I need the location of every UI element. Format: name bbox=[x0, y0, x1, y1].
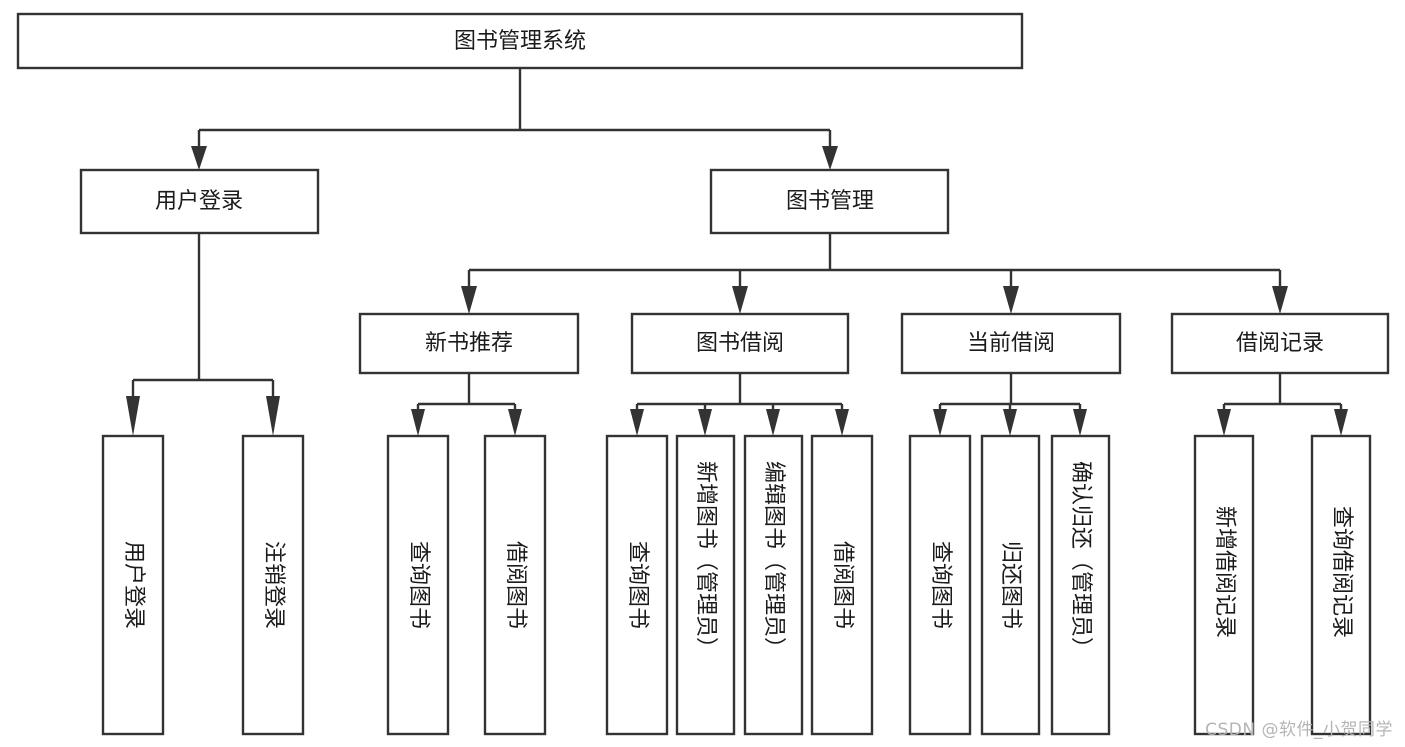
leaf-node-book-borrow-1[interactable]: 查询图书 bbox=[605, 434, 669, 736]
leaf-box[interactable] bbox=[675, 434, 736, 736]
leaf-label: 确认归还（管理员） bbox=[1068, 461, 1093, 659]
leaf-label: 查询图书 bbox=[928, 541, 953, 629]
arrow-head-icon bbox=[191, 146, 207, 170]
leaf-box[interactable] bbox=[743, 434, 804, 736]
leaf-label: 借阅图书 bbox=[830, 541, 855, 629]
connector-group-book-borrow bbox=[630, 373, 849, 436]
node-book-borrow[interactable]: 图书借阅 bbox=[630, 312, 850, 375]
node-borrow-record-box[interactable] bbox=[1170, 312, 1390, 375]
node-user-login[interactable]: 用户登录 bbox=[79, 168, 320, 235]
leaf-label: 借阅图书 bbox=[503, 541, 528, 629]
leaf-node-current-borrow-3[interactable]: 确认归还（管理员） bbox=[1050, 434, 1111, 736]
arrow-head-icon bbox=[1003, 409, 1017, 436]
node-current-borrow-box[interactable] bbox=[900, 312, 1122, 375]
leaf-label: 用户登录 bbox=[121, 541, 146, 629]
connector-group-borrow-record bbox=[1217, 373, 1348, 436]
node-user-login-box[interactable] bbox=[79, 168, 320, 235]
connector-group-current-borrow bbox=[933, 373, 1087, 436]
leaf-box[interactable] bbox=[980, 434, 1041, 736]
node-new-book-recommend-box[interactable] bbox=[358, 312, 580, 375]
node-book-manage[interactable]: 图书管理 bbox=[709, 168, 950, 235]
leaf-node-user-login-1[interactable]: 用户登录 bbox=[101, 434, 165, 736]
leaf-label: 归还图书 bbox=[998, 541, 1023, 629]
connector-group-new-book bbox=[411, 373, 522, 436]
leaf-label: 查询借阅记录 bbox=[1329, 506, 1354, 638]
arrow-head-icon bbox=[1217, 409, 1231, 436]
node-user-login-label: 用户登录 bbox=[155, 189, 243, 214]
leaf-label: 编辑图书（管理员） bbox=[761, 461, 786, 659]
node-new-book-recommend-label: 新书推荐 bbox=[425, 331, 513, 356]
leaf-box[interactable] bbox=[605, 434, 669, 736]
leaf-box[interactable] bbox=[241, 434, 305, 736]
leaf-box[interactable] bbox=[386, 434, 450, 736]
leaf-box[interactable] bbox=[1193, 434, 1255, 736]
leaf-label: 注销登录 bbox=[261, 541, 286, 629]
leaf-node-book-borrow-2[interactable]: 新增图书（管理员） bbox=[675, 434, 736, 736]
leaf-node-current-borrow-1[interactable]: 查询图书 bbox=[908, 434, 972, 736]
leaf-label: 查询图书 bbox=[406, 541, 431, 629]
node-borrow-record[interactable]: 借阅记录 bbox=[1170, 312, 1390, 375]
arrow-head-icon bbox=[508, 409, 522, 436]
node-root-system[interactable]: 图书管理系统 bbox=[16, 12, 1024, 70]
leaf-box[interactable] bbox=[1050, 434, 1111, 736]
leaf-box[interactable] bbox=[101, 434, 165, 736]
leaf-node-book-borrow-3[interactable]: 编辑图书（管理员） bbox=[743, 434, 804, 736]
arrow-head-icon bbox=[1073, 409, 1087, 436]
leaf-node-new-book-2[interactable]: 借阅图书 bbox=[483, 434, 547, 736]
arrow-head-icon bbox=[1003, 286, 1019, 314]
connector-group-user-login bbox=[126, 233, 280, 436]
leaf-label: 查询图书 bbox=[625, 541, 650, 629]
arrow-head-icon bbox=[630, 409, 644, 436]
node-borrow-record-label: 借阅记录 bbox=[1236, 331, 1324, 356]
node-book-borrow-box[interactable] bbox=[630, 312, 850, 375]
leaf-node-book-borrow-4[interactable]: 借阅图书 bbox=[810, 434, 874, 736]
arrow-head-icon bbox=[461, 286, 477, 314]
leaf-box[interactable] bbox=[483, 434, 547, 736]
leaf-node-current-borrow-2[interactable]: 归还图书 bbox=[980, 434, 1041, 736]
node-book-manage-label: 图书管理 bbox=[786, 189, 874, 214]
arrow-head-icon bbox=[732, 286, 748, 314]
leaf-node-user-login-2[interactable]: 注销登录 bbox=[241, 434, 305, 736]
leaf-node-borrow-record-2[interactable]: 查询借阅记录 bbox=[1310, 434, 1372, 736]
arrow-head-icon bbox=[1334, 409, 1348, 436]
node-book-manage-box[interactable] bbox=[709, 168, 950, 235]
arrow-head-icon bbox=[698, 409, 712, 436]
arrow-head-icon bbox=[822, 146, 838, 170]
node-book-borrow-label: 图书借阅 bbox=[696, 331, 784, 356]
leaf-node-new-book-1[interactable]: 查询图书 bbox=[386, 434, 450, 736]
connector-group-book-manage bbox=[461, 233, 1288, 314]
leaf-label: 新增图书（管理员） bbox=[693, 461, 718, 659]
node-current-borrow[interactable]: 当前借阅 bbox=[900, 312, 1122, 375]
arrow-head-icon bbox=[766, 409, 780, 436]
leaf-node-borrow-record-1[interactable]: 新增借阅记录 bbox=[1193, 434, 1255, 736]
node-current-borrow-label: 当前借阅 bbox=[967, 331, 1055, 356]
leaf-box[interactable] bbox=[1310, 434, 1372, 736]
leaf-box[interactable] bbox=[810, 434, 874, 736]
node-new-book-recommend[interactable]: 新书推荐 bbox=[358, 312, 580, 375]
arrow-head-icon bbox=[126, 396, 140, 436]
arrow-head-icon bbox=[266, 396, 280, 436]
arrow-head-icon bbox=[411, 409, 425, 436]
leaf-box[interactable] bbox=[908, 434, 972, 736]
node-root-label: 图书管理系统 bbox=[454, 29, 586, 54]
arrow-head-icon bbox=[835, 409, 849, 436]
arrow-head-icon bbox=[933, 409, 947, 436]
connector-group-root bbox=[191, 68, 838, 170]
node-root-box[interactable] bbox=[16, 12, 1024, 70]
leaf-label: 新增借阅记录 bbox=[1212, 506, 1237, 638]
arrow-head-icon bbox=[1272, 286, 1288, 314]
